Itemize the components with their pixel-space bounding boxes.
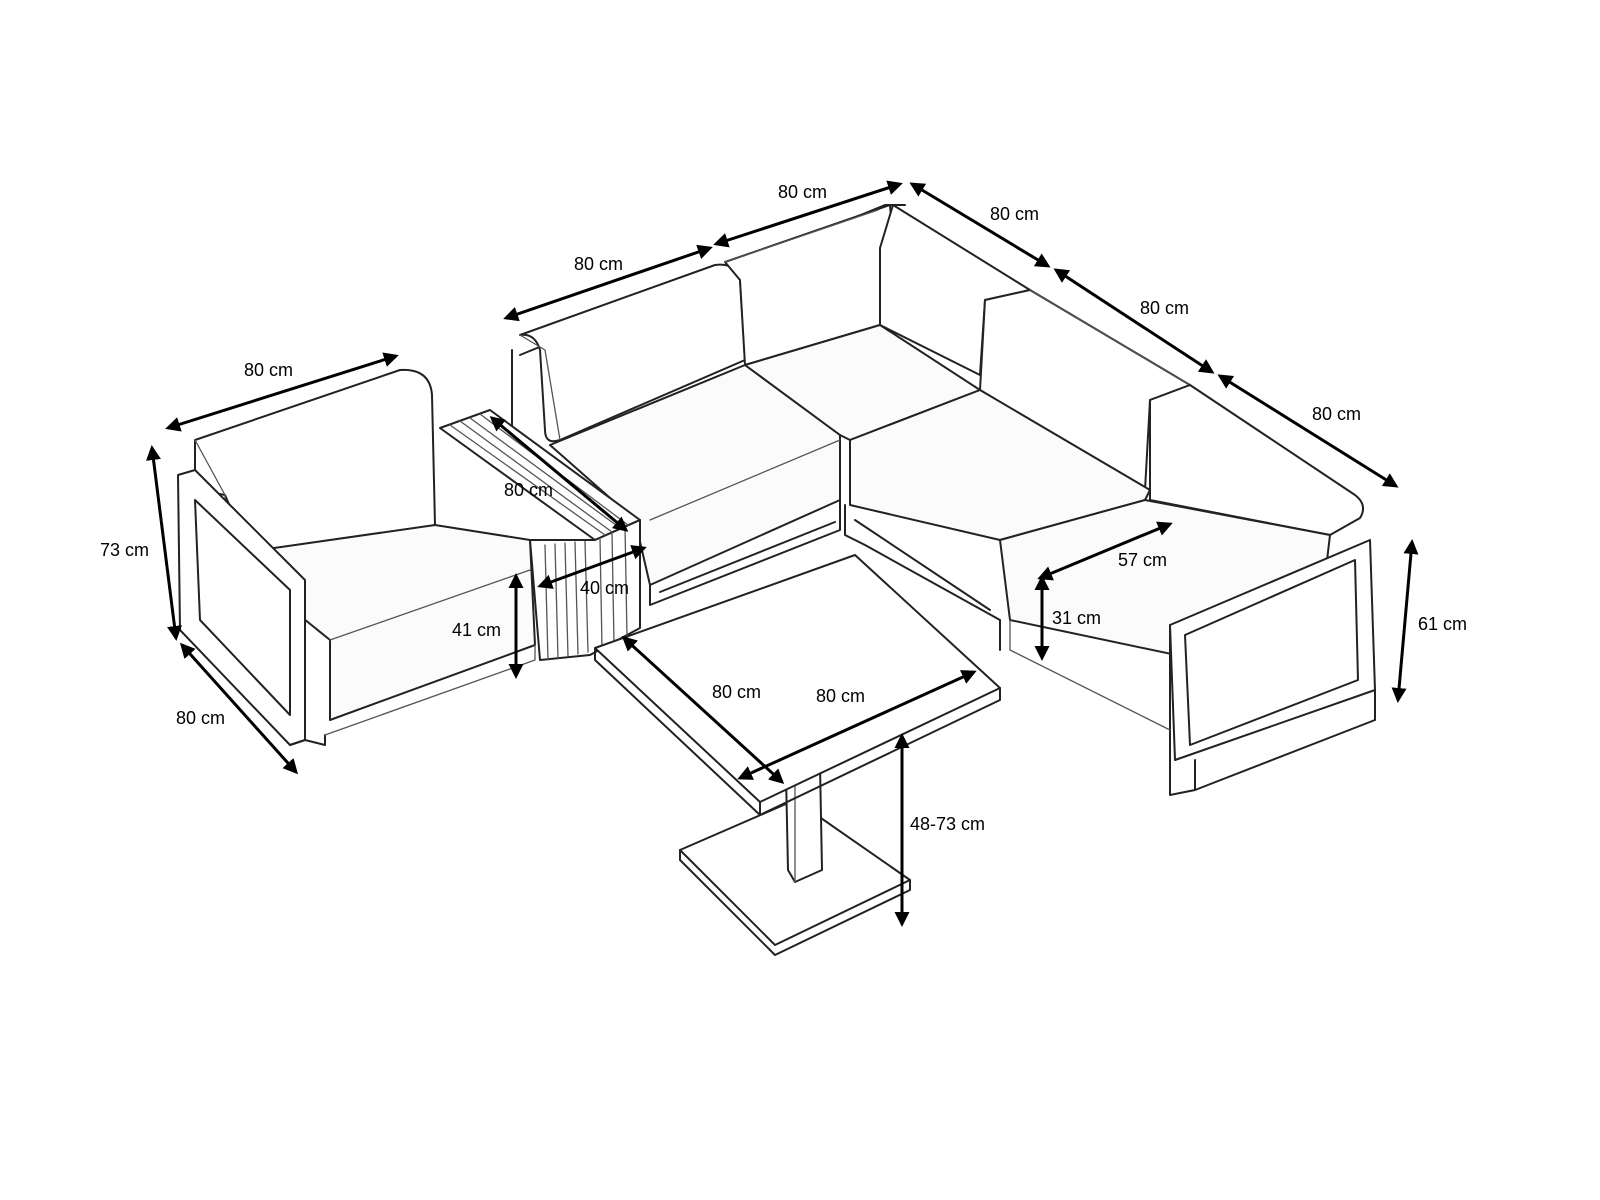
label-sofa-module-4: 80 cm [1312,404,1361,424]
dim-line-sofa-module-4 [1217,374,1399,488]
label-table-depth: 80 cm [712,682,761,702]
coffee-table [594,554,1001,956]
dim-line-armchair-height [146,445,182,641]
label-sofa-module-3: 80 cm [1140,298,1189,318]
dim-line-sofa-module-2 [713,180,903,248]
label-side-table-width: 40 cm [580,578,629,598]
dim-line-armchair-depth [179,642,299,775]
label-corner-module: 80 cm [990,204,1039,224]
dim-line-seat-depth [1037,521,1173,581]
dim-line-corner-module [909,182,1051,268]
label-armchair-depth: 80 cm [176,708,225,728]
dim-line-table-width [737,670,977,780]
dim-line-sofa-height [1391,539,1419,703]
sofa-base-left [649,499,841,606]
label-sofa-module-2: 80 cm [778,182,827,202]
label-seat-depth: 57 cm [1118,550,1167,570]
dim-line-armchair-width [165,352,399,432]
label-sofa-module-1: 80 cm [574,254,623,274]
dimension-labels: 80 cm 73 cm 80 cm 80 cm 40 cm 41 cm 80 c… [100,182,1467,834]
dim-line-sofa-module-3 [1053,268,1215,374]
label-armchair-height: 73 cm [100,540,149,560]
dim-line-sofa-module-1 [503,244,713,322]
label-seat-height: 31 cm [1052,608,1101,628]
dim-line-side-table-depth [489,416,629,532]
dim-line-side-table-width [537,545,647,589]
label-sofa-height: 61 cm [1418,614,1467,634]
label-armchair-width: 80 cm [244,360,293,380]
label-table-width: 80 cm [816,686,865,706]
sofa-base-corner [844,504,1001,651]
dimension-lines [146,180,1419,927]
label-side-table-depth: 80 cm [504,480,553,500]
label-table-height: 48-73 cm [910,814,985,834]
coffee-table-top [594,554,1001,803]
label-side-table-height: 41 cm [452,620,501,640]
